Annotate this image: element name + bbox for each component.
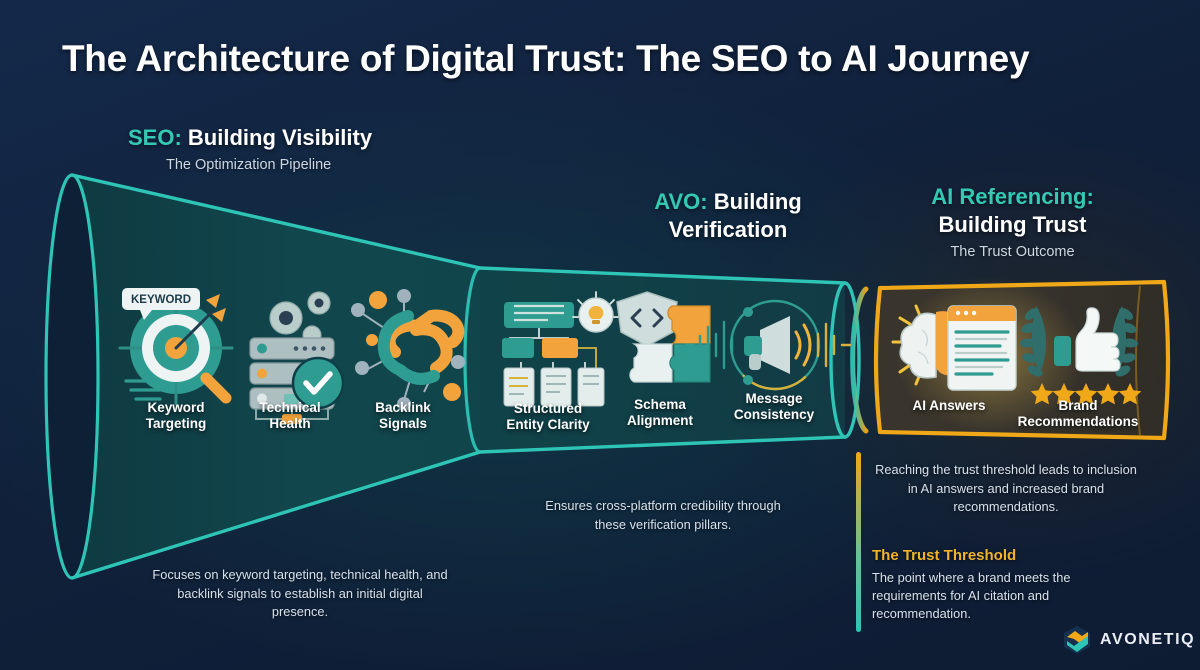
label-line-1: AI Answers — [912, 398, 986, 413]
ai-accent-label: AI Referencing: — [931, 184, 1094, 209]
seo-item-label-backlink-signals: Backlink Signals — [343, 400, 463, 433]
thumbs-up-laurel-stars-icon — [1020, 306, 1142, 405]
avo-section-heading: AVO: Building Verification — [578, 188, 878, 243]
label-line-2: Consistency — [733, 407, 815, 423]
label-line-2: Recommendations — [1017, 414, 1139, 430]
avo-heading-line2: Verification — [668, 216, 788, 242]
trust-threshold-transition-arc — [850, 286, 869, 434]
brand-logo: AVONETIQ — [1062, 625, 1195, 655]
avo-item-label-message-consistency: Message Consistency — [715, 391, 833, 424]
target-magnifier-icon: KEYWORD — [118, 288, 234, 406]
label-line-1: Technical — [259, 400, 321, 415]
avo-accent-label: AVO: — [654, 189, 708, 214]
seo-accent-label: SEO: — [128, 125, 182, 150]
label-line-2: Targeting — [145, 416, 207, 432]
label-line-1: Keyword — [147, 400, 205, 415]
trust-threshold-body: The point where a brand meets the requir… — [872, 570, 1071, 622]
ai-item-label-brand-recommendations: Brand Recommendations — [1008, 398, 1148, 431]
laurel-left-icon — [1020, 306, 1046, 377]
avo-item-label-schema-alignment: Schema Alignment — [604, 397, 716, 430]
label-line-1: Schema — [634, 397, 686, 412]
page-title: The Architecture of Digital Trust: The S… — [62, 38, 1030, 79]
ai-section-heading: AI Referencing: Building Trust — [905, 183, 1120, 238]
avo-caption: Ensures cross-platform credibility throu… — [545, 498, 781, 532]
label-line-1: Backlink — [375, 400, 431, 415]
label-line-2: Signals — [378, 416, 427, 432]
seo-item-label-keyword-targeting: Keyword Targeting — [116, 400, 236, 433]
server-gears-check-icon — [249, 291, 345, 424]
seo-subtitle: The Optimization Pipeline — [166, 157, 332, 173]
ai-item-label-ai-answers: AI Answers — [894, 398, 1004, 414]
label-line-2: Entity Clarity — [506, 417, 590, 433]
ai-subtitle: The Trust Outcome — [950, 244, 1075, 260]
avo-heading-line1: Building — [713, 189, 802, 214]
label-line-1: Structured — [513, 401, 583, 416]
label-line-1: Brand — [1058, 398, 1098, 413]
seo-heading-text: Building Visibility — [187, 125, 373, 150]
rating-stars — [1030, 383, 1142, 405]
chain-link-network-icon — [351, 289, 465, 411]
seo-caption: Focuses on keyword targeting, technical … — [152, 567, 448, 620]
label-line-1: Message — [745, 391, 803, 406]
brain-document-icon — [891, 304, 1017, 391]
hierarchy-lightbulb-icon — [502, 291, 620, 407]
trust-accent-bar — [856, 452, 861, 632]
brand-logo-text: AVONETIQ — [1100, 631, 1196, 648]
hexagon-chevron-logo-icon — [1064, 626, 1090, 654]
code-puzzle-icon — [616, 291, 711, 383]
label-line-2: Health — [269, 416, 311, 432]
keyword-badge: KEYWORD — [122, 288, 200, 320]
label-line-2: Alignment — [627, 413, 693, 429]
seo-item-label-technical-health: Technical Health — [230, 400, 350, 433]
megaphone-waveform-icon — [684, 299, 852, 391]
seo-section-heading: SEO: Building Visibility — [128, 124, 372, 152]
ai-heading-text: Building Trust — [938, 211, 1087, 237]
avo-item-label-structured-entity-clarity: Structured Entity Clarity — [483, 401, 613, 434]
keyword-badge-text: KEYWORD — [131, 294, 191, 306]
trust-threshold-title: The Trust Threshold — [872, 547, 1017, 564]
ai-caption: Reaching the trust threshold leads to in… — [875, 462, 1137, 515]
